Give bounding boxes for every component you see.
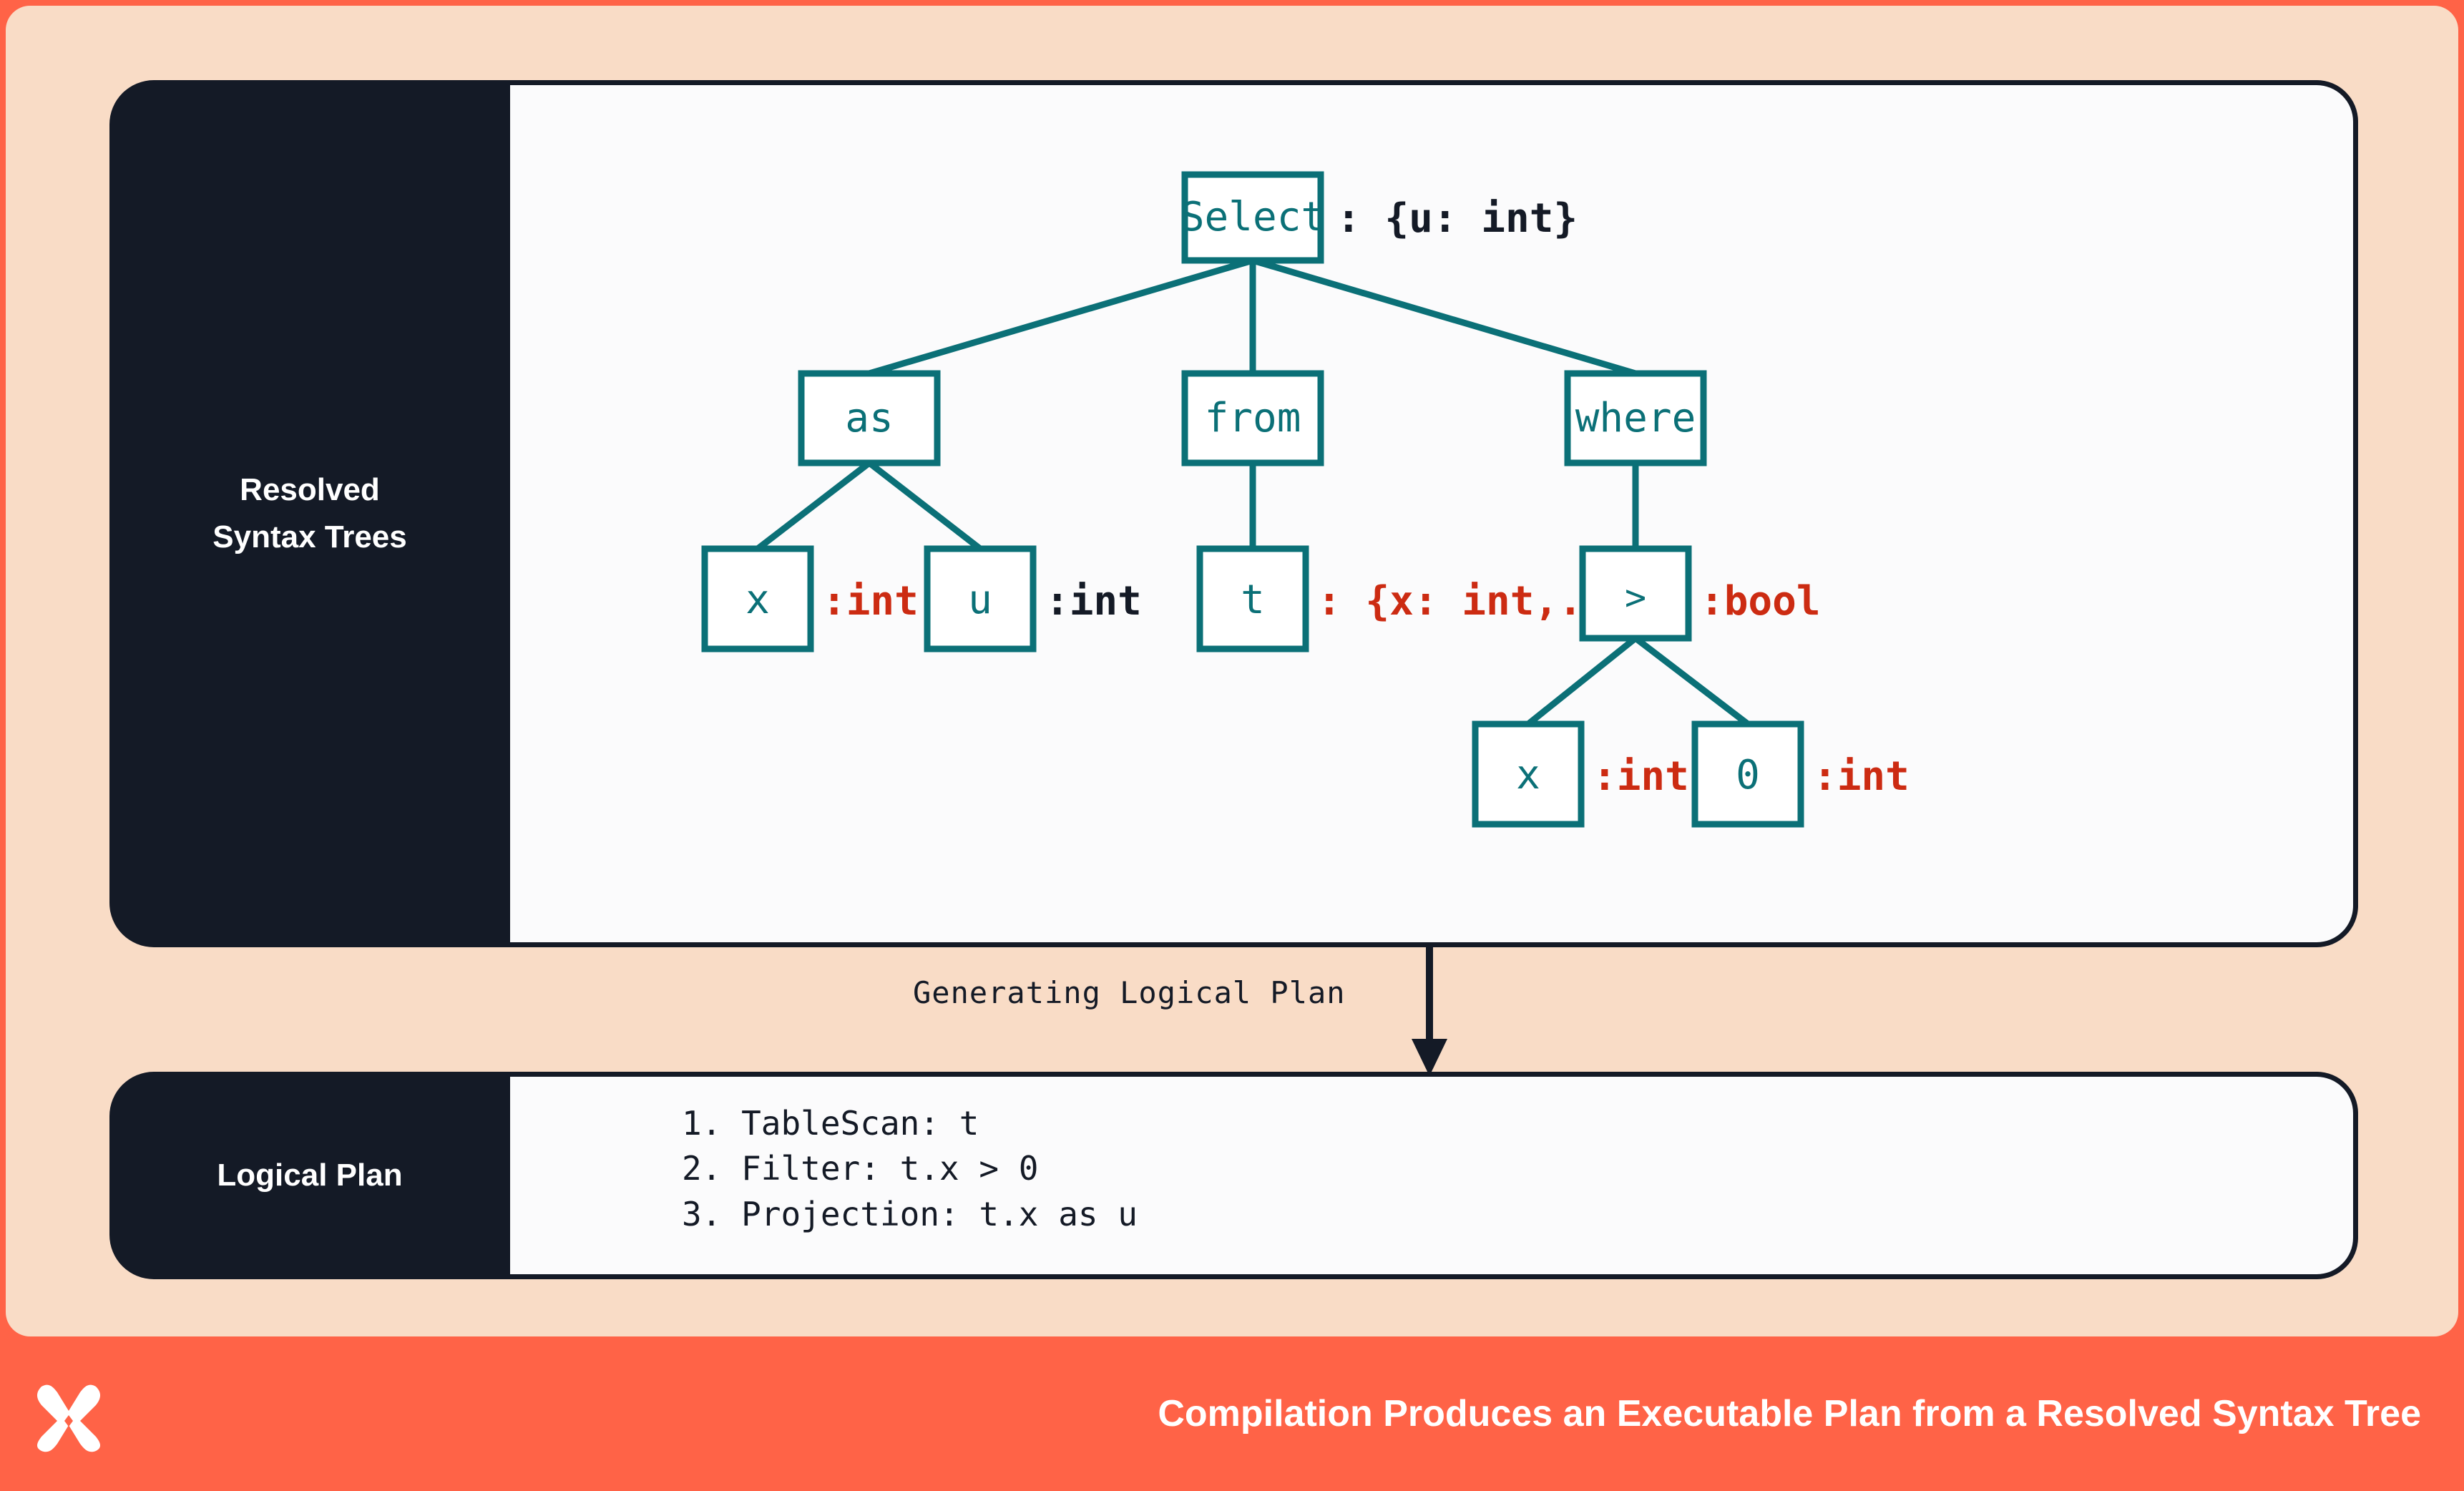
edge-gt-x: [1526, 635, 1638, 727]
footer-banner: Compilation Produces an Executable Plan …: [0, 1336, 2464, 1491]
edge-gt-0: [1633, 635, 1750, 727]
tree-edges: [756, 257, 1750, 727]
down-arrow-icon: [1412, 944, 1447, 1076]
tree-node-gt-x[interactable]: x :int: [1472, 720, 1689, 828]
tree-node-from-t-label: t: [1241, 577, 1265, 623]
logical-plan-label: Logical Plan: [217, 1158, 403, 1193]
syntax-tree-svg: Select : {u: int} as from: [701, 171, 1910, 828]
tree-node-gt-zero-box[interactable]: [1691, 720, 1804, 828]
resolved-syntax-trees-label-line2: Syntax Trees: [212, 519, 407, 554]
logical-plan-content: 1. TableScan: t 2. Filter: t.x > 0 3. Pr…: [510, 1072, 2358, 1279]
tree-node-gt-x-label: x: [1516, 752, 1540, 798]
tree-node-gt-label: >: [1625, 577, 1646, 618]
tree-node-gt-box[interactable]: [1579, 545, 1692, 642]
tree-node-from-box[interactable]: [1181, 370, 1324, 466]
poster-canvas: Resolved Syntax Trees: [6, 6, 2458, 1336]
edge-as-u: [867, 460, 982, 552]
logical-plan-step: 2. Filter: t.x > 0: [682, 1149, 1039, 1188]
tree-node-select-annotation: : {u: int}: [1336, 195, 1578, 242]
tree-node-select-box[interactable]: [1181, 171, 1324, 264]
tree-node-as-u-annotation: :int: [1045, 578, 1142, 625]
tree-node-select-label: Select: [1180, 194, 1325, 240]
logical-plan-step: 1. TableScan: t: [682, 1104, 979, 1143]
tree-node-as-x[interactable]: x :int: [701, 545, 919, 652]
logical-plan-step: 3. Projection: t.x as u: [682, 1194, 1138, 1233]
footer-title: Compilation Produces an Executable Plan …: [1158, 1393, 2421, 1434]
tree-node-from-t-box[interactable]: [1196, 545, 1309, 652]
tree-node-gt-annotation: :bool: [1700, 578, 1821, 625]
tree-node-where-box[interactable]: [1564, 370, 1707, 466]
tree-node-as-label: as: [845, 395, 893, 441]
tree-node-where-label: where: [1575, 395, 1696, 441]
tree-node-select[interactable]: Select : {u: int}: [1180, 171, 1578, 264]
tree-node-gt[interactable]: > :bool: [1579, 545, 1821, 642]
edge-as-x: [756, 460, 871, 552]
resolved-syntax-trees-panel: Resolved Syntax Trees: [109, 80, 2358, 947]
generating-logical-plan-label: Generating Logical Plan: [913, 975, 1346, 1010]
tree-node-from[interactable]: from: [1181, 370, 1324, 466]
edge-select-where: [1251, 257, 1637, 377]
tree-node-as[interactable]: as: [798, 370, 941, 466]
x-butterfly-logo-icon: [37, 1384, 100, 1452]
tree-node-gt-zero-label: 0: [1736, 752, 1760, 798]
tree-node-as-x-box[interactable]: [701, 545, 814, 652]
tree-node-as-x-annotation: :int: [822, 578, 919, 625]
resolved-syntax-trees-label-line1: Resolved: [240, 472, 380, 507]
tree-node-gt-zero[interactable]: 0 :int: [1691, 720, 1910, 828]
tree-node-where[interactable]: where: [1564, 370, 1707, 466]
tree-node-as-u-label: u: [968, 577, 992, 623]
logical-plan-panel: Logical Plan 1. TableScan: t 2. Filter: …: [109, 1072, 2358, 1279]
tree-node-gt-x-box[interactable]: [1472, 720, 1585, 828]
tree-node-as-box[interactable]: [798, 370, 941, 466]
tree-node-gt-x-annotation: :int: [1593, 753, 1689, 800]
tree-node-gt-zero-annotation: :int: [1813, 753, 1910, 800]
resolved-syntax-trees-label: Resolved Syntax Trees: [109, 80, 510, 947]
edge-select-as: [868, 257, 1254, 377]
syntax-tree-canvas: Select : {u: int} as from: [510, 80, 2358, 947]
tree-node-as-u[interactable]: u :int: [924, 545, 1142, 652]
tree-node-from-label: from: [1205, 395, 1301, 441]
tree-node-as-x-label: x: [745, 577, 770, 623]
tree-node-as-u-box[interactable]: [924, 545, 1037, 652]
